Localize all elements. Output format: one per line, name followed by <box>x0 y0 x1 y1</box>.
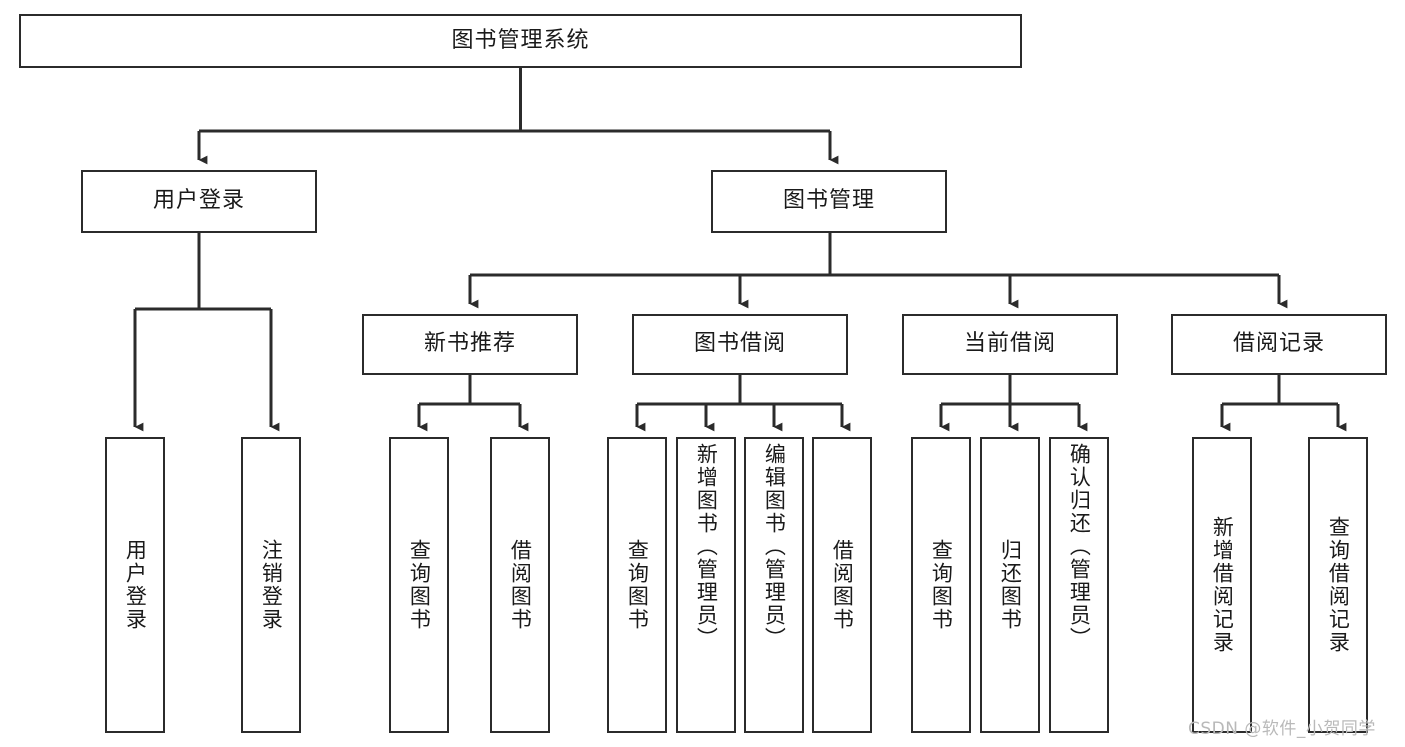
node-borrow-record[interactable]: 借阅记录 <box>1171 314 1387 375</box>
leaf-user-login-2-label: 注销登录 <box>259 539 284 631</box>
node-new-book-recommend-label: 新书推荐 <box>423 331 516 357</box>
leaf-book-borrow-4[interactable]: 借阅图书 <box>812 437 872 733</box>
node-user-login[interactable]: 用户登录 <box>81 170 317 233</box>
leaf-borrow-record-2[interactable]: 查询借阅记录 <box>1308 437 1368 733</box>
leaf-current-borrow-2-label: 归还图书 <box>998 539 1023 631</box>
leaf-book-borrow-2[interactable]: 新增图书（管理员） <box>676 437 736 733</box>
leaf-new-book-1-label: 查询图书 <box>407 539 432 631</box>
node-book-manage[interactable]: 图书管理 <box>711 170 947 233</box>
leaf-borrow-record-1-label: 新增借阅记录 <box>1210 516 1235 654</box>
leaf-borrow-record-2-label: 查询借阅记录 <box>1326 516 1351 654</box>
leaf-new-book-2-label: 借阅图书 <box>508 539 533 631</box>
leaf-current-borrow-1[interactable]: 查询图书 <box>911 437 971 733</box>
leaf-current-borrow-3-label: 确认归还（管理员） <box>1067 443 1092 650</box>
node-root-label: 图书管理系统 <box>451 27 590 53</box>
leaf-book-borrow-1[interactable]: 查询图书 <box>607 437 667 733</box>
node-current-borrow-label: 当前借阅 <box>963 331 1056 357</box>
node-user-login-label: 用户登录 <box>152 188 245 214</box>
leaf-current-borrow-3[interactable]: 确认归还（管理员） <box>1049 437 1109 733</box>
leaf-user-login-1-label: 用户登录 <box>123 539 148 631</box>
leaf-current-borrow-2[interactable]: 归还图书 <box>980 437 1040 733</box>
leaf-book-borrow-1-label: 查询图书 <box>625 539 650 631</box>
leaf-book-borrow-3-label: 编辑图书（管理员） <box>762 443 787 650</box>
leaf-book-borrow-2-label: 新增图书（管理员） <box>694 443 719 650</box>
leaf-borrow-record-1[interactable]: 新增借阅记录 <box>1192 437 1252 733</box>
leaf-user-login-1[interactable]: 用户登录 <box>105 437 165 733</box>
leaf-book-borrow-3[interactable]: 编辑图书（管理员） <box>744 437 804 733</box>
leaf-book-borrow-4-label: 借阅图书 <box>830 539 855 631</box>
node-book-borrow[interactable]: 图书借阅 <box>632 314 848 375</box>
node-root-system[interactable]: 图书管理系统 <box>19 14 1022 68</box>
csdn-watermark: CSDN @软件_小贺同学 <box>1188 719 1376 739</box>
leaf-user-login-2[interactable]: 注销登录 <box>241 437 301 733</box>
node-current-borrow[interactable]: 当前借阅 <box>902 314 1118 375</box>
node-new-book-recommend[interactable]: 新书推荐 <box>362 314 578 375</box>
leaf-new-book-2[interactable]: 借阅图书 <box>490 437 550 733</box>
leaf-new-book-1[interactable]: 查询图书 <box>389 437 449 733</box>
leaf-current-borrow-1-label: 查询图书 <box>929 539 954 631</box>
node-borrow-record-label: 借阅记录 <box>1232 331 1325 357</box>
node-book-borrow-label: 图书借阅 <box>693 331 786 357</box>
node-book-manage-label: 图书管理 <box>782 188 875 214</box>
